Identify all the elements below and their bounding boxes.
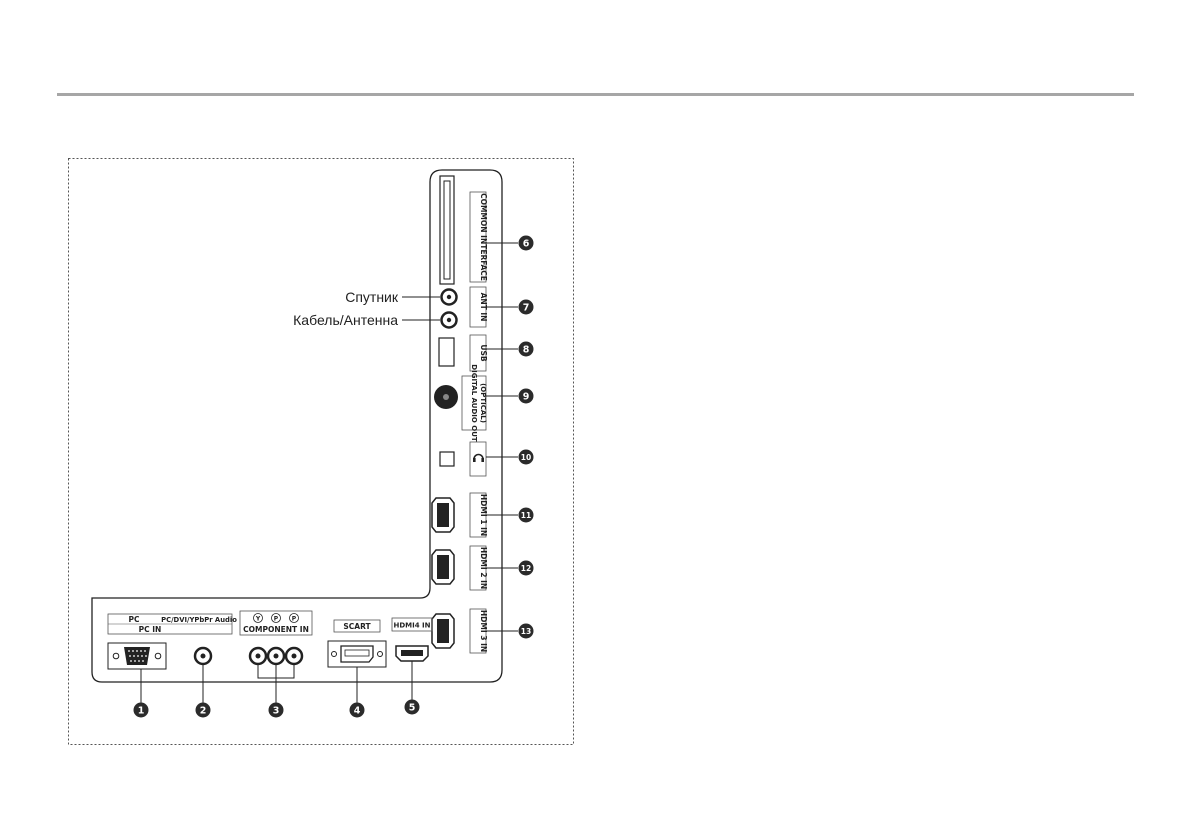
ant-in-label: ANT IN [479,293,488,322]
svg-text:11: 11 [521,511,531,520]
marker-10: 10 [518,449,534,465]
side-leaders [486,242,518,632]
satellite-label: Спутник [345,289,399,305]
svg-text:Y: Y [255,616,261,623]
svg-text:13: 13 [521,627,531,636]
scart-label-box [333,619,381,633]
digital-audio-label-box [461,375,487,431]
top-divider [57,93,1134,96]
cable-antenna-connector[interactable] [440,311,458,329]
svg-text:4: 4 [354,706,361,717]
svg-text:10: 10 [521,453,531,462]
component-in-label: COMPONENT IN [243,625,309,634]
scart-port[interactable] [327,640,387,668]
headphone-label-box [469,441,487,477]
hdmi3-port[interactable] [431,613,455,649]
common-interface-slot[interactable] [439,175,455,285]
hdmi3-label: HDMI 3 IN [479,610,488,652]
svg-text:3: 3 [273,706,280,717]
marker-3: 3 [268,702,284,718]
svg-text:8: 8 [523,345,530,356]
optical-audio-port[interactable] [434,385,458,409]
bottom-leaders [140,661,413,703]
scart-label: SCART [343,622,371,631]
hdmi2-port[interactable] [431,549,455,585]
svg-text:5: 5 [409,703,416,714]
cable-antenna-label: Кабель/Антенна [293,312,398,328]
component-pb-badge: P [271,613,281,623]
hdmi4-port[interactable] [395,645,429,662]
component-pb-jack[interactable] [266,646,286,666]
marker-2: 2 [195,702,211,718]
marker-1: 1 [133,702,149,718]
hdmi4-label-box [391,617,433,632]
marker-13: 13 [518,623,534,639]
component-pr-jack[interactable] [284,646,304,666]
svg-text:2: 2 [200,706,207,717]
pc-audio-jack[interactable] [193,646,213,666]
headphone-icon [473,453,484,462]
satellite-connector[interactable] [440,288,458,306]
marker-5: 5 [404,699,420,715]
component-y-badge: Y [253,613,263,623]
usb-label-box [469,334,487,372]
svg-text:P: P [292,616,297,623]
common-interface-label: COMMON INTERFACE [479,193,488,281]
marker-6: 6 [518,235,534,251]
hdmi1-port[interactable] [431,497,455,533]
marker-4: 4 [349,702,365,718]
pc-label: PC [128,615,139,624]
common-interface-label-box [469,191,487,283]
marker-11: 11 [518,507,534,523]
panel-outline [91,169,503,683]
pc-audio-label: PC/DVI/YPbPr Audio [161,616,237,624]
headphone-jack-square[interactable] [439,451,455,467]
svg-text:6: 6 [523,239,530,250]
component-label-box [239,610,313,636]
marker-9: 9 [518,388,534,404]
hdmi2-label: HDMI 2 IN [479,547,488,589]
usb-port[interactable] [438,337,455,367]
svg-text:1: 1 [138,706,145,717]
marker-8: 8 [518,341,534,357]
pc-in-label: PC IN [139,625,162,634]
hdmi1-label: HDMI 1 IN [479,494,488,536]
svg-text:P: P [274,616,279,623]
pc-vga-port[interactable] [107,642,167,670]
svg-text:9: 9 [523,392,530,403]
usb-label: USB [479,344,488,361]
component-y-jack[interactable] [248,646,268,666]
svg-text:7: 7 [523,303,530,314]
marker-12: 12 [518,560,534,576]
digital-audio-label-line1: DIGITAL AUDIO OUT [470,364,478,442]
svg-text:12: 12 [521,564,531,573]
digital-audio-label-line2: (OPTICAL) [479,383,487,423]
marker-7: 7 [518,299,534,315]
component-pr-badge: P [289,613,299,623]
diagram-frame [68,158,574,745]
hdmi4-label: HDMI4 IN [393,622,430,630]
